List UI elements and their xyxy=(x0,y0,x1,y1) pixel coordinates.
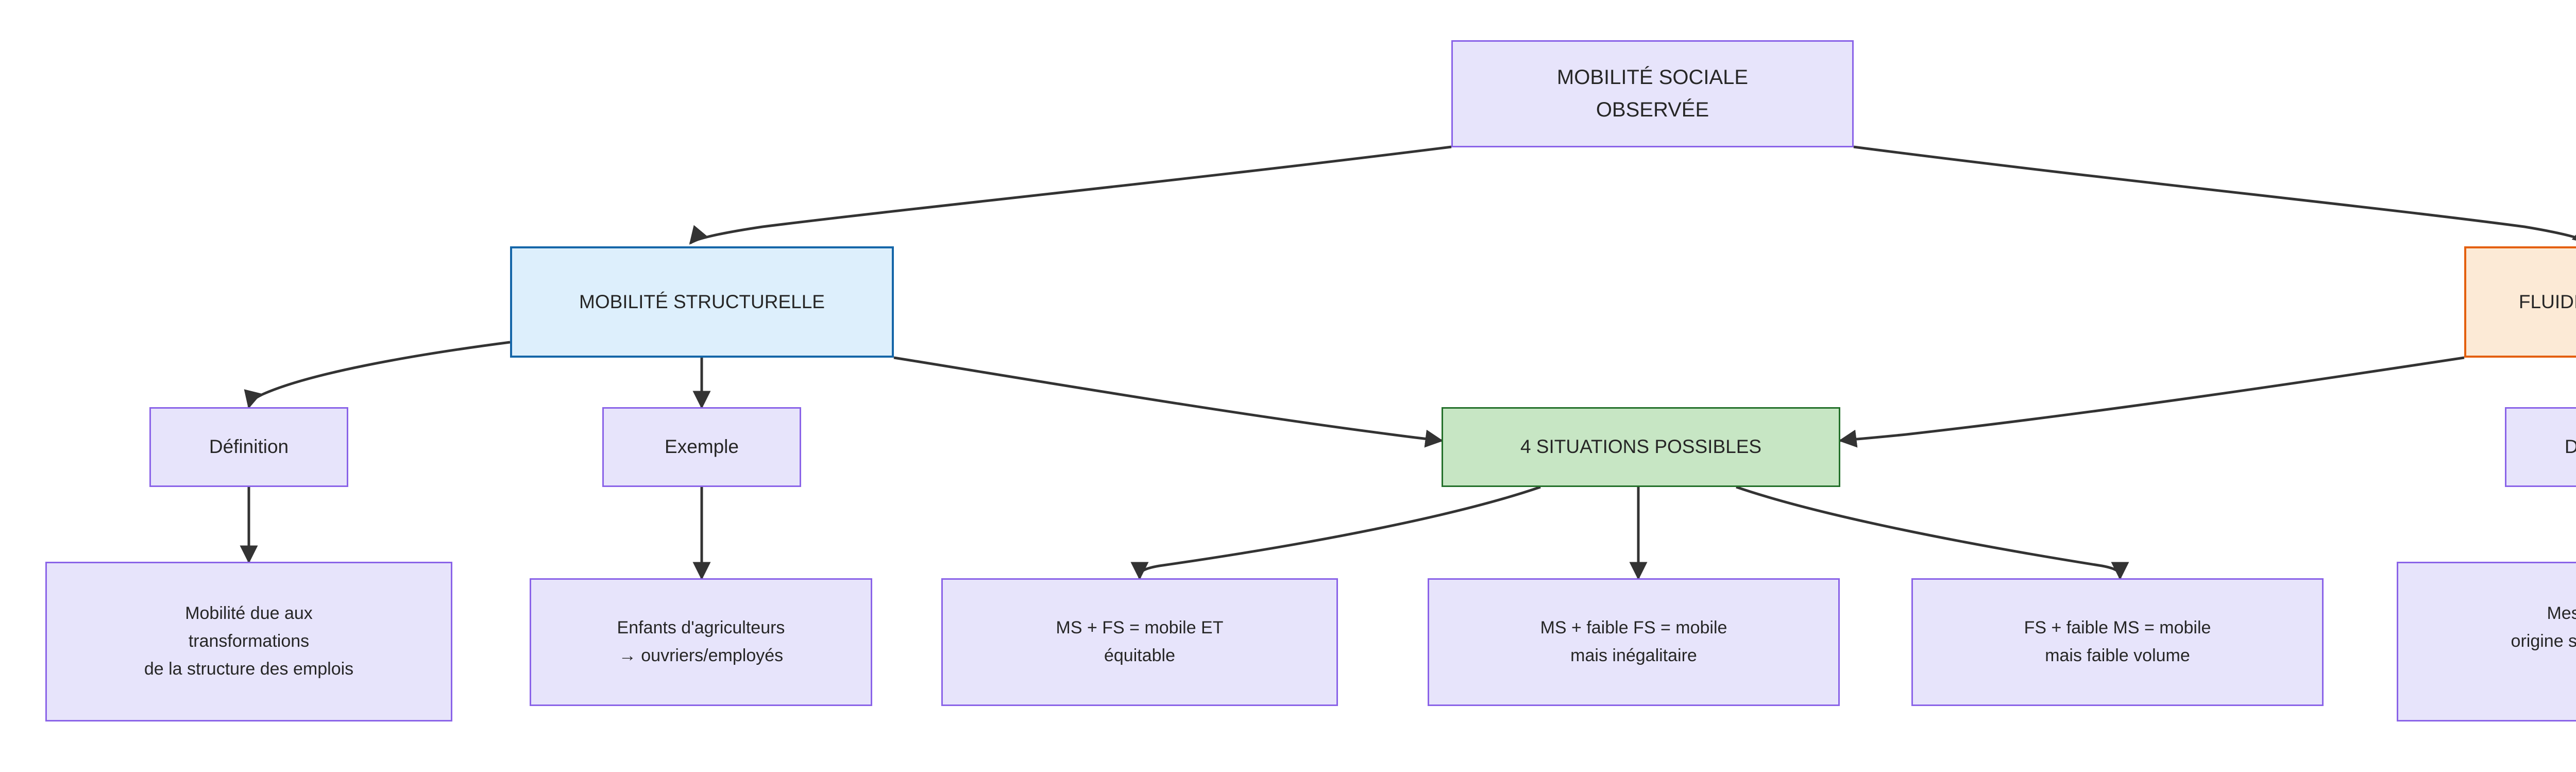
node-label: Enfants d'agriculteurs → ouvriers/employ… xyxy=(617,618,785,665)
node-exemple[interactable]: Exemple xyxy=(602,407,801,487)
node-situation-ms-faible-fs[interactable]: MS + faible FS = mobile mais inégalitair… xyxy=(1428,578,1840,706)
node-label: Exemple xyxy=(665,436,739,458)
edge-mobilite-structurelle-to-situations xyxy=(893,356,1444,448)
node-mobilite-sociale-observee[interactable]: MOBILITÉ SOCIALE OBSERVÉE xyxy=(1451,40,1854,147)
node-enfants-agriculteurs[interactable]: Enfants d'agriculteurs → ouvriers/employ… xyxy=(530,578,872,706)
node-mobilite-due-aux-transformations[interactable]: Mobilité due aux transformations de la s… xyxy=(45,562,452,721)
edge-fluidite-sociale-to-situations xyxy=(1838,356,2465,448)
node-definition-droite[interactable]: Définition xyxy=(2505,407,2576,487)
edge-mobilite-structurelle-to-definition xyxy=(244,341,511,409)
node-4-situations-possibles[interactable]: 4 SITUATIONS POSSIBLES xyxy=(1442,407,1840,487)
node-label: FS + faible MS = mobile mais faible volu… xyxy=(2024,618,2211,665)
node-label: MOBILITÉ STRUCTURELLE xyxy=(579,291,825,312)
edge-root-to-fluidite-sociale xyxy=(1853,145,2576,245)
node-situation-ms-fs-equitable[interactable]: MS + FS = mobile ET équitable xyxy=(941,578,1338,706)
node-label: 4 SITUATIONS POSSIBLES xyxy=(1520,436,1762,458)
edge-situations-to-situation-3 xyxy=(1736,485,2129,580)
node-label: Mobilité due aux transformations de la s… xyxy=(144,603,354,679)
node-label: MOBILITÉ SOCIALE OBSERVÉE xyxy=(1556,65,1749,121)
node-label: MS + faible FS = mobile mais inégalitair… xyxy=(1540,618,1727,665)
node-fluidite-sociale[interactable]: FLUIDITÉ SOCIALE xyxy=(2464,246,2576,358)
node-mesure-du-lien[interactable]: Mesure du lien origine sociale / positio… xyxy=(2397,562,2576,721)
node-label: MS + FS = mobile ET équitable xyxy=(1056,618,1224,665)
node-definition-gauche[interactable]: Définition xyxy=(149,407,348,487)
edge-situations-to-situation-1 xyxy=(1130,485,1541,580)
node-label: Mesure du lien origine sociale / positio… xyxy=(2511,603,2576,651)
edge-root-to-mobilite-structurelle xyxy=(689,145,1452,245)
node-label: FLUIDITÉ SOCIALE xyxy=(2518,291,2576,312)
node-mobilite-structurelle[interactable]: MOBILITÉ STRUCTURELLE xyxy=(510,246,894,358)
node-label: Définition xyxy=(209,436,289,458)
node-label: Définition xyxy=(2564,436,2576,458)
node-situation-fs-faible-ms[interactable]: FS + faible MS = mobile mais faible volu… xyxy=(1911,578,2324,706)
